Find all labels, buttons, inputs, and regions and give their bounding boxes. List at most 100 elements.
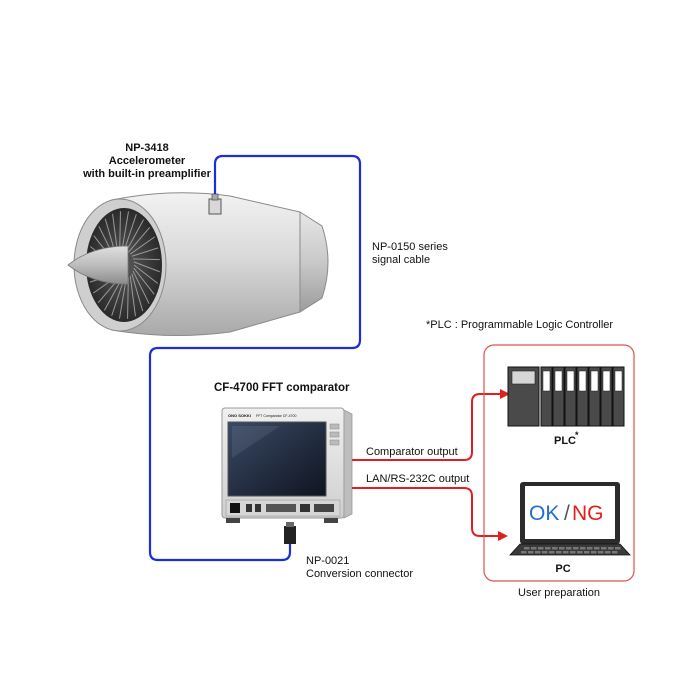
plc-io-module — [552, 366, 565, 427]
fan-blade — [127, 227, 151, 253]
fan-blade — [133, 261, 160, 273]
comparator-output-line — [352, 393, 502, 461]
plc-display — [511, 370, 536, 385]
usb-port — [246, 504, 252, 512]
laptop-key — [601, 547, 607, 550]
cable-name-label: signal cable — [372, 254, 430, 266]
laptop-key — [563, 551, 569, 554]
analyzer-button — [329, 431, 340, 438]
laptop-key — [524, 547, 530, 550]
pc-laptop: OK / NG — [509, 482, 631, 556]
accelerometer-sensor — [208, 198, 222, 215]
plc-io-module — [588, 366, 601, 427]
laptop-key — [538, 547, 544, 550]
laptop-key — [566, 547, 572, 550]
engine-spinner-cone — [67, 245, 129, 285]
laptop-key — [612, 551, 618, 554]
user-preparation-label: User preparation — [518, 587, 600, 599]
fan-blade — [129, 236, 156, 255]
laptop-screen — [525, 486, 615, 539]
laptop-key — [584, 551, 590, 554]
sensor-connector — [211, 193, 219, 201]
connector-body — [284, 526, 296, 544]
connector-port — [314, 504, 334, 512]
connector-plug — [286, 522, 294, 527]
laptop-key — [545, 547, 551, 550]
laptop-keyboard — [521, 547, 621, 554]
laptop-key — [556, 551, 562, 554]
comparator-arrowhead — [500, 389, 510, 399]
fan-blade — [133, 267, 155, 295]
signal-cable-line — [148, 154, 362, 562]
plc-io-module — [540, 366, 553, 427]
plc-io-modules — [540, 366, 625, 427]
analyzer-side — [343, 409, 353, 519]
plc-io-module — [612, 366, 625, 427]
connector-port — [300, 504, 310, 512]
laptop-key — [549, 551, 555, 554]
laptop-key — [559, 547, 565, 550]
screen-glare — [232, 426, 280, 458]
plc-io-module — [600, 366, 613, 427]
user-preparation-box — [483, 344, 635, 582]
plc-io-module — [576, 366, 589, 427]
fan-blade — [125, 219, 144, 252]
laptop-key — [591, 551, 597, 554]
laptop-key — [615, 547, 621, 550]
plc-module-window — [554, 370, 563, 392]
plc-module-window — [602, 370, 611, 392]
analyzer-foot-right — [324, 518, 338, 523]
analyzer-screen — [227, 421, 327, 497]
analyzer-title: CF-4700 FFT comparator — [214, 382, 350, 394]
fan-blade — [121, 211, 130, 252]
lan-output-label: LAN/RS-232C output — [366, 473, 469, 485]
laptop-key — [598, 551, 604, 554]
laptop-key — [577, 551, 583, 554]
plc-footnote: *PLC : Programmable Logic Controller — [426, 319, 613, 331]
comparator-output-label: Comparator output — [366, 446, 458, 458]
fan-blade — [131, 273, 144, 312]
fan-blade — [132, 258, 160, 261]
connector-model-label: NP-0021 — [306, 555, 349, 567]
laptop-key — [542, 551, 548, 554]
plc-module-window — [614, 370, 623, 392]
laptop-key — [531, 547, 537, 550]
fan-blade — [129, 275, 136, 317]
screen-ok-text: OK — [529, 502, 559, 525]
fan-blade — [119, 211, 121, 253]
plc-module-window — [578, 370, 587, 392]
analyzer-panel-text: FFT Comparator CF-4700 — [256, 414, 296, 418]
plc-module-window — [590, 370, 599, 392]
fan-blade — [118, 278, 127, 319]
sensor-model-label: NP-3418 — [125, 142, 168, 154]
fan-blade — [131, 247, 159, 257]
laptop-key — [570, 551, 576, 554]
power-switch — [230, 503, 240, 513]
fan-blade — [133, 264, 159, 284]
output-lines — [352, 389, 510, 541]
laptop-key — [552, 547, 558, 550]
connector-panel — [266, 504, 296, 512]
plc-label: PLC — [554, 435, 576, 447]
lan-arrowhead — [498, 531, 508, 541]
plc-asterisk: * — [575, 430, 579, 440]
laptop-key — [587, 547, 593, 550]
conversion-connector — [284, 522, 296, 544]
fan-blade — [127, 277, 129, 319]
pc-label: PC — [555, 563, 570, 575]
fan-blade — [123, 214, 137, 252]
fan-blade — [111, 278, 125, 316]
analyzer-brand: ONO SOKKI — [228, 413, 251, 418]
laptop-key — [608, 547, 614, 550]
usb-port — [255, 504, 261, 512]
laptop-key — [573, 547, 579, 550]
sensor-name-label: Accelerometer — [109, 155, 186, 167]
plc-rack — [507, 366, 625, 427]
engine-nozzle — [299, 211, 329, 313]
sensor-feature-label: with built-in preamplifier — [82, 168, 211, 180]
plc-io-module — [564, 366, 577, 427]
laptop-key — [528, 551, 534, 554]
plc-module-window — [542, 370, 551, 392]
jet-engine — [67, 192, 329, 337]
